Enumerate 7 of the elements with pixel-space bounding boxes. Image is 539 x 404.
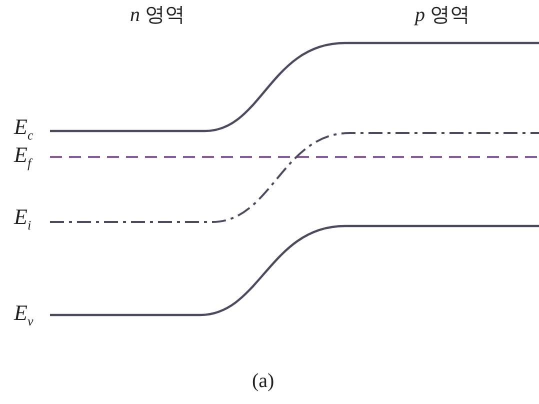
figure-caption: (a) <box>252 370 274 392</box>
region-label: n 영역 <box>130 4 185 26</box>
energy-level-label: E$_{f}$ <box>14 144 32 172</box>
energy-level-label: E$_{c}$ <box>14 116 34 144</box>
energy-level-label: E$_{i}$ <box>14 206 32 234</box>
region-label: p 영역 <box>415 4 470 26</box>
energy-level-label: E$_{v}$ <box>14 302 34 330</box>
